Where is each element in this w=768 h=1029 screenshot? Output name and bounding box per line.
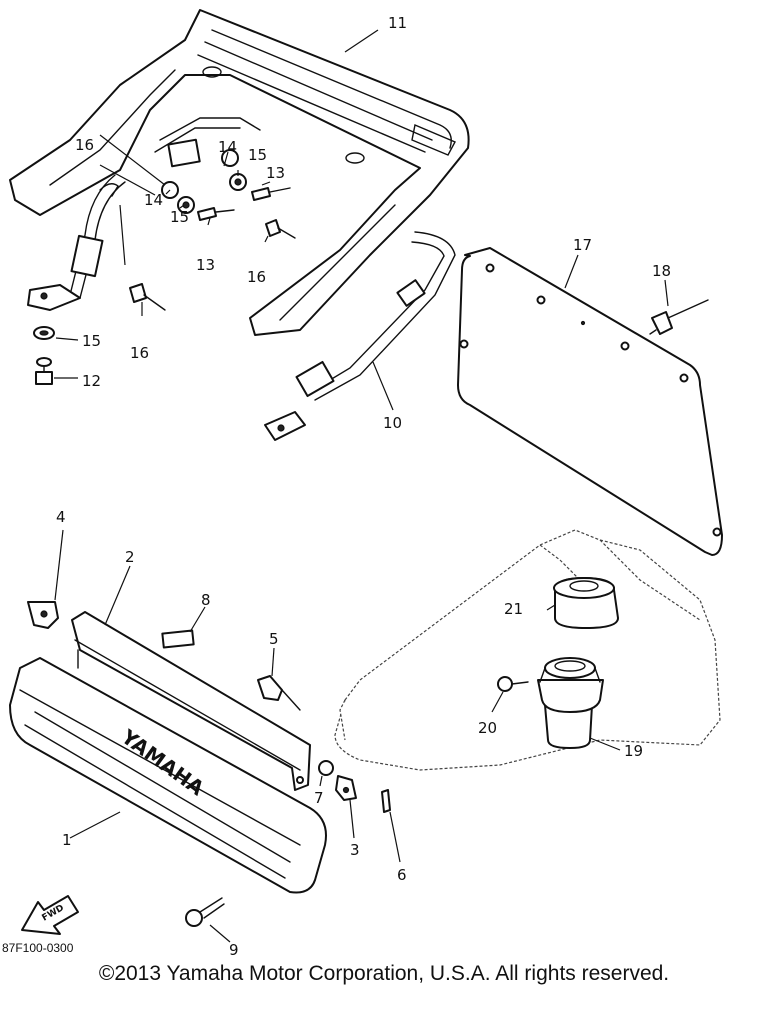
callout-leaders — [54, 29, 669, 943]
callout-16-left: 16 — [75, 136, 94, 154]
bolt-part-9 — [185, 897, 225, 927]
support-stay-part-10 — [27, 117, 456, 441]
callout-13-upper: 13 — [266, 164, 285, 182]
plate-part-2 — [71, 611, 311, 791]
callout-16-lower: 16 — [130, 344, 149, 362]
callout-18: 18 — [652, 262, 671, 280]
cap-part-21 — [553, 577, 619, 629]
nut-12 — [35, 371, 53, 385]
callout-1: 1 — [62, 831, 72, 849]
callout-3: 3 — [350, 841, 360, 859]
small-parts-3-6-7 — [318, 760, 391, 813]
callout-numbers: 11 14 15 13 14 15 13 16 16 16 15 12 10 1… — [56, 14, 671, 959]
callout-16-upper: 16 — [247, 268, 266, 286]
callout-14-lower: 14 — [144, 191, 163, 209]
callout-5: 5 — [269, 630, 279, 648]
callout-19: 19 — [624, 742, 643, 760]
panel-part-17 — [457, 247, 723, 556]
washer-part-7 — [318, 760, 334, 776]
filler-neck-part-19 — [537, 657, 604, 749]
callout-9: 9 — [229, 941, 239, 959]
fwd-arrow-icon: FWD — [21, 895, 79, 935]
fastener-hardware — [33, 134, 296, 385]
callout-2: 2 — [125, 548, 135, 566]
drawing-code: 87F100-0300 — [2, 941, 74, 955]
callout-14-upper: 14 — [218, 138, 237, 156]
nose-cover-part-1: YAMAHA — [9, 657, 327, 894]
rear-carrier-part-11 — [9, 9, 470, 336]
callout-11: 11 — [388, 14, 407, 32]
clip-part-5 — [257, 675, 301, 711]
callout-12: 12 — [82, 372, 101, 390]
label-part-8 — [161, 629, 195, 649]
callout-4: 4 — [56, 508, 66, 526]
rivet-part-18 — [649, 299, 709, 335]
callout-6: 6 — [397, 866, 407, 884]
callout-15-upper: 15 — [248, 146, 267, 164]
rivet-16-lower — [129, 283, 147, 303]
callout-8: 8 — [201, 591, 211, 609]
fuel-tank-outline — [334, 529, 721, 771]
callout-21: 21 — [504, 600, 523, 618]
copyright-notice: ©2013 Yamaha Motor Corporation, U.S.A. A… — [98, 962, 670, 985]
callout-10: 10 — [383, 414, 402, 432]
callout-7: 7 — [314, 789, 324, 807]
callout-13-lower: 13 — [196, 256, 215, 274]
bracket-part-4 — [27, 601, 59, 629]
callout-15-lower: 15 — [170, 208, 189, 226]
callout-17: 17 — [573, 236, 592, 254]
callout-20: 20 — [478, 719, 497, 737]
screw-part-20 — [497, 676, 529, 692]
callout-15-bottom: 15 — [82, 332, 101, 350]
rivet-16-upper — [265, 219, 281, 237]
bolt-13-lower — [197, 207, 217, 221]
washer-14-upper — [221, 149, 239, 167]
pin-part-6 — [381, 789, 391, 813]
bolt-13-upper — [251, 187, 271, 201]
